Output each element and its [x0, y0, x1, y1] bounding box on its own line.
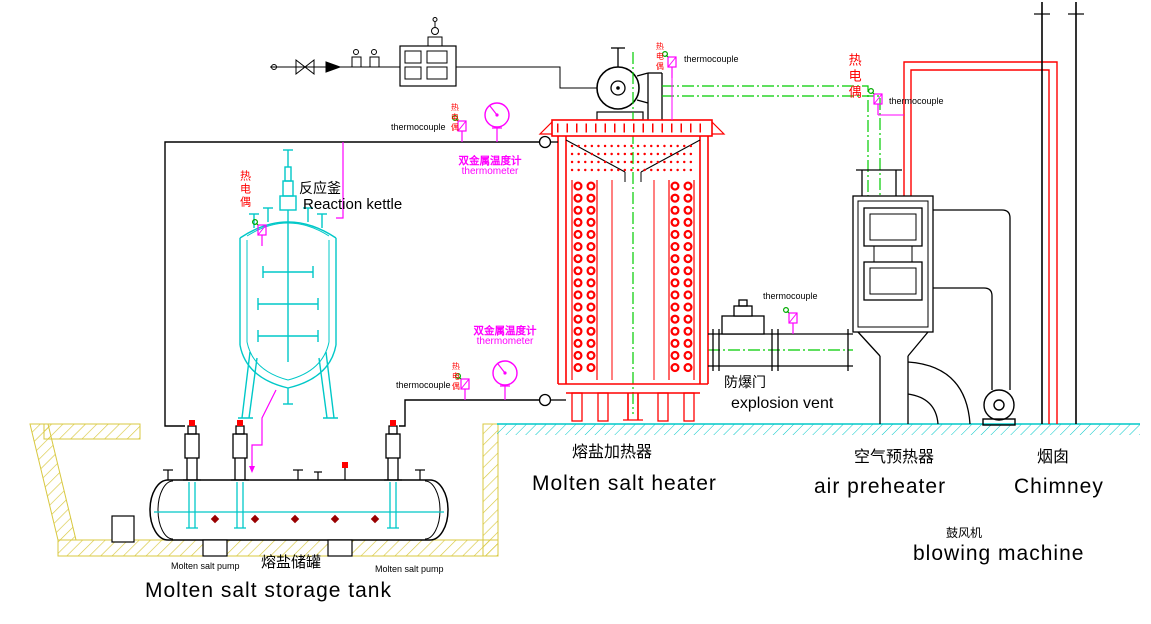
label-chimney-en: Chimney: [1014, 475, 1104, 498]
label-thermometer-en: thermometer: [461, 166, 519, 178]
label-molten-salt-heater-en: Molten salt heater: [532, 472, 717, 495]
thermocouple-symbol: [782, 307, 798, 335]
molten-salt-storage-tank: [111, 462, 449, 557]
thermometer-gauge: [492, 360, 518, 401]
label-thermometer-en: thermometer: [476, 336, 534, 348]
label-explosion-vent-zh: 防爆门: [724, 374, 766, 390]
salt-piping-black: [164, 141, 539, 427]
label-thermocouple-en: thermocouple: [391, 122, 446, 132]
label-reaction-kettle-en: Reaction kettle: [303, 196, 403, 213]
molten-salt-heater: [538, 119, 726, 422]
salt-piping-magenta: [249, 142, 344, 473]
chimney: [1034, 2, 1084, 424]
explosion-vent: [708, 299, 853, 371]
heater-top-blower: [596, 47, 663, 121]
label-storage-tank-zh: 熔盐储罐: [261, 554, 322, 571]
thermocouple-symbol: [661, 50, 677, 79]
label-reaction-kettle-zh: 反应釜: [299, 180, 341, 196]
label-air-preheater-en: air preheater: [814, 475, 947, 498]
hot-air-piping-red: [903, 61, 1058, 424]
ground-hatching: [29, 423, 1140, 557]
molten-salt-pumps: [183, 420, 402, 529]
label-thermocouple-zh: 热电偶: [450, 103, 460, 133]
label-molten-salt-pump-1: Molten salt pump: [171, 561, 240, 571]
label-thermocouple-en: thermocouple: [763, 291, 818, 301]
air-preheater: [852, 169, 1011, 425]
reaction-kettle: [238, 149, 338, 419]
label-thermocouple-en: thermocouple: [889, 96, 944, 106]
label-thermocouple-en: thermocouple: [396, 380, 451, 390]
label-explosion-vent-en: explosion vent: [731, 395, 834, 412]
label-chimney-zh: 烟囱: [1037, 449, 1070, 466]
thermometer-gauge: [484, 102, 510, 143]
label-molten-salt-heater-zh: 熔盐加热器: [572, 444, 653, 461]
label-thermometer-zh: 双金属温度计: [473, 325, 537, 337]
label-thermocouple-zh-kettle: 热电偶: [238, 170, 251, 209]
label-molten-salt-pump-2: Molten salt pump: [375, 564, 444, 574]
flue-gas-piping-green: [632, 52, 881, 414]
label-thermometer-zh: 双金属温度计: [458, 155, 522, 167]
instruments: [252, 50, 904, 401]
label-blowing-machine-zh: 鼓风机: [946, 526, 983, 540]
label-thermocouple-en: thermocouple: [684, 54, 739, 64]
control-valve-assembly: [270, 17, 597, 89]
label-thermocouple-zh-main: 热电偶: [846, 53, 862, 101]
label-thermocouple-zh: 热电偶: [655, 42, 665, 72]
label-blowing-machine-en: blowing machine: [913, 542, 1085, 565]
label-storage-tank-en: Molten salt storage tank: [145, 579, 392, 602]
blowing-machine: [982, 389, 1016, 426]
label-air-preheater-zh: 空气预热器: [854, 449, 935, 466]
label-thermocouple-zh: 热电偶: [451, 362, 461, 392]
